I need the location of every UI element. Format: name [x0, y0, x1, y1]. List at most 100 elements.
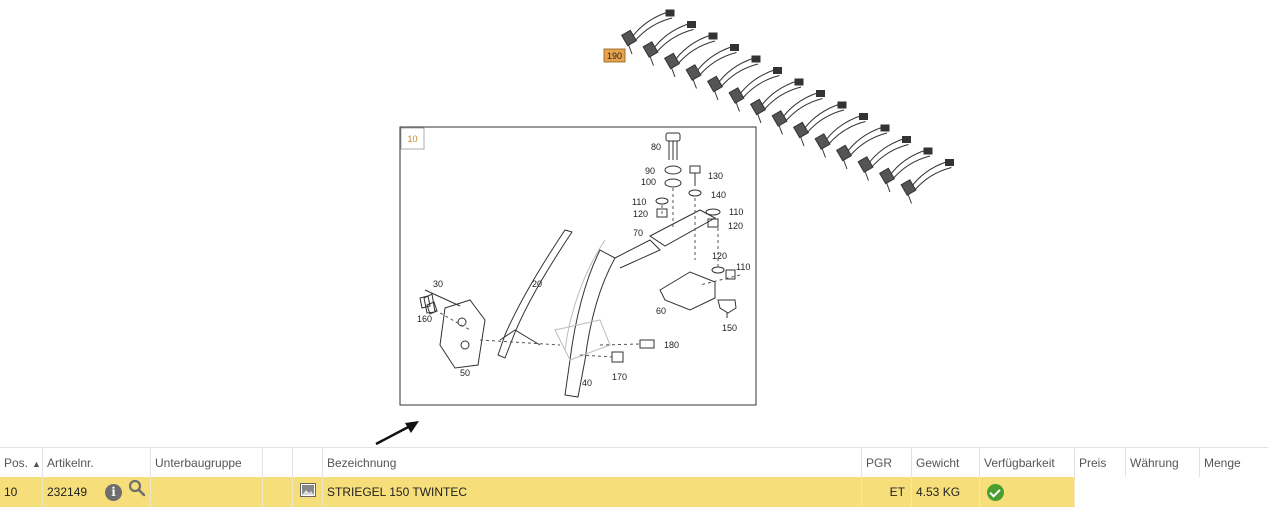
part-label-30[interactable]: 30	[433, 279, 443, 289]
info-icon[interactable]: i	[105, 484, 123, 502]
part-label-40[interactable]: 40	[582, 378, 592, 388]
tine-clamp	[665, 9, 675, 17]
cell-image	[293, 477, 323, 507]
column-header-artikelnr[interactable]: Artikelnr.	[43, 448, 151, 478]
tine-spring	[878, 167, 896, 185]
tine-clamp	[730, 44, 739, 51]
tine-clamp	[751, 55, 761, 63]
tine-spring	[663, 52, 681, 70]
part-label-50[interactable]: 50	[460, 368, 470, 378]
column-header-label: Artikelnr.	[47, 456, 94, 470]
column-header-label: Pos.	[4, 456, 29, 470]
part-label-160[interactable]: 160	[417, 314, 432, 324]
column-header-label: Gewicht	[916, 456, 960, 470]
column-header-bezeichnung[interactable]: Bezeichnung	[323, 448, 862, 478]
part-label-100[interactable]: 100	[641, 177, 656, 187]
tine-spring	[749, 98, 767, 116]
table-row[interactable]: 10 232149 i STRIEGEL 150 TWINTEC ET 4.53 …	[0, 477, 1268, 507]
part-label-180[interactable]: 180	[664, 340, 679, 350]
navigation-arrow-icon[interactable]	[375, 421, 419, 446]
svg-text:190: 190	[607, 51, 622, 61]
tine-clamp	[923, 147, 933, 155]
part-label-110[interactable]: 110	[729, 207, 743, 217]
tine-spring	[620, 29, 638, 47]
column-header-pos[interactable]: Pos.▲	[0, 448, 43, 478]
part-label-120[interactable]: 120	[728, 221, 743, 231]
tine-clamp	[902, 136, 911, 143]
cell-preis	[1075, 477, 1126, 507]
available-check-icon	[987, 484, 1004, 502]
tine-item	[905, 161, 952, 204]
tine-array-drawing	[620, 9, 954, 204]
parts-table: Pos.▲ Artikelnr. Unterbaugruppe Bezeichn…	[0, 447, 1268, 507]
cell-menge[interactable]	[1200, 477, 1268, 507]
svg-text:10: 10	[407, 134, 417, 144]
column-header-waehrung[interactable]: Währung	[1126, 448, 1200, 478]
sort-ascending-icon[interactable]: ▲	[32, 459, 41, 469]
parts-schematic	[419, 132, 741, 398]
table-header-row: Pos.▲ Artikelnr. Unterbaugruppe Bezeichn…	[0, 447, 1268, 479]
part-label-110[interactable]: 110	[632, 197, 646, 207]
tine-spring	[706, 75, 724, 93]
column-header-menge[interactable]: Menge	[1200, 448, 1268, 478]
tine-spring	[857, 156, 874, 173]
tine-clamp	[773, 67, 782, 74]
cell-artikelnr: 232149 i	[43, 477, 151, 507]
image-icon[interactable]	[300, 478, 316, 507]
cell-pgr: ET	[862, 477, 912, 507]
tine-spring	[642, 41, 659, 58]
column-header-label: Währung	[1130, 456, 1179, 470]
tine-clamp	[687, 21, 696, 28]
callout-10[interactable]: 10	[400, 127, 425, 150]
column-header-label: Preis	[1079, 456, 1107, 470]
exploded-parts-drawing: 190 10	[375, 9, 954, 446]
part-label-170[interactable]: 170	[612, 372, 627, 382]
column-header-blank-1[interactable]	[263, 448, 293, 478]
tine-clamp	[859, 113, 868, 120]
part-label-140[interactable]: 140	[711, 190, 726, 200]
part-label-20[interactable]: 20	[532, 279, 542, 289]
tine-spring	[728, 87, 745, 104]
part-label-130[interactable]: 130	[708, 171, 723, 181]
tine-spring	[792, 121, 810, 139]
detail-frame	[399, 126, 757, 406]
part-label-150[interactable]: 150	[722, 323, 737, 333]
tine-clamp	[945, 159, 954, 166]
cell-blank-1	[263, 477, 293, 507]
column-header-label: Verfügbarkeit	[984, 456, 1055, 470]
tine-spring	[814, 133, 831, 150]
tine-clamp	[880, 124, 890, 132]
column-header-gewicht[interactable]: Gewicht	[912, 448, 980, 478]
cell-unterbaugruppe	[151, 477, 263, 507]
tine-clamp	[708, 32, 718, 40]
column-header-pgr[interactable]: PGR	[862, 448, 912, 478]
column-header-preis[interactable]: Preis	[1075, 448, 1126, 478]
tine-spring	[900, 179, 917, 196]
part-label-120[interactable]: 120	[712, 251, 727, 261]
column-header-unterbaugruppe[interactable]: Unterbaugruppe	[151, 448, 263, 478]
part-label-60[interactable]: 60	[656, 306, 666, 316]
tine-clamp	[816, 90, 825, 97]
column-header-label: Bezeichnung	[327, 456, 397, 470]
part-label-90[interactable]: 90	[645, 166, 655, 176]
cell-bezeichnung: STRIEGEL 150 TWINTEC	[323, 477, 862, 507]
cell-verfuegbarkeit	[980, 477, 1075, 507]
part-label-80[interactable]: 80	[651, 142, 661, 152]
search-icon[interactable]	[128, 478, 146, 507]
column-header-blank-2[interactable]	[293, 448, 323, 478]
tine-spring	[685, 64, 702, 81]
cell-pos: 10	[0, 477, 43, 507]
part-label-120[interactable]: 120	[633, 209, 648, 219]
callout-190[interactable]: 190	[603, 48, 626, 63]
article-number: 232149	[47, 485, 88, 499]
tine-clamp	[837, 101, 847, 109]
tine-spring	[771, 110, 788, 127]
part-label-110[interactable]: 110	[736, 262, 750, 272]
cell-gewicht: 4.53 KG	[912, 477, 980, 507]
part-label-70[interactable]: 70	[633, 228, 643, 238]
column-header-label: Menge	[1204, 456, 1241, 470]
column-header-label: Unterbaugruppe	[155, 456, 242, 470]
tine-clamp	[794, 78, 804, 86]
column-header-verfuegbarkeit[interactable]: Verfügbarkeit	[980, 448, 1075, 478]
